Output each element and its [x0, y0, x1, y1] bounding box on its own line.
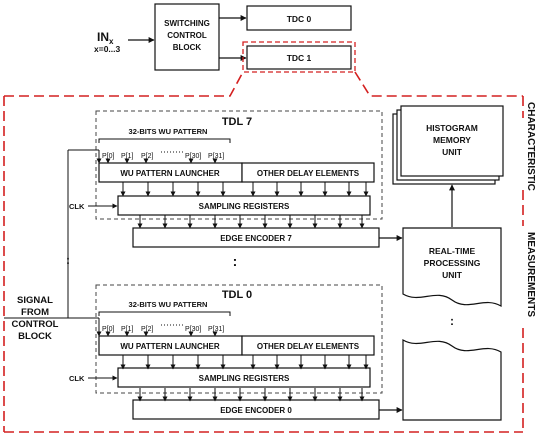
processing-label-3: UNIT — [442, 270, 463, 280]
histogram-memory-unit — [400, 105, 504, 177]
tdl7-bit-0: P[0] — [102, 153, 115, 160]
tdl0-bit-30: P[30] — [185, 326, 201, 333]
tdl7-other-delay-label: OTHER DELAY ELEMENTS — [257, 169, 360, 178]
tdl0-other-delay-label: OTHER DELAY ELEMENTS — [257, 342, 360, 351]
tdl0-bit-31: P[31] — [208, 326, 224, 333]
tdl0-sampling-registers — [117, 367, 371, 388]
tdl7-clk-label: CLK — [69, 202, 85, 211]
histogram-label-1: HISTOGRAM — [426, 123, 478, 133]
switching-label-1: SWITCHING — [164, 19, 210, 28]
tdl7-pattern-brace — [98, 138, 231, 143]
tdl7-bit-2: P[2] — [141, 153, 154, 160]
tdl7-title: TDL 7 — [222, 116, 252, 128]
realtime-processing-unit-lower — [402, 338, 502, 421]
tdl0-clk-label: CLK — [69, 374, 85, 383]
signal-label-4: BLOCK — [18, 331, 52, 342]
tdc0-label: TDC 0 — [287, 14, 312, 24]
tdl7-frame — [95, 110, 383, 220]
tdc1-label: TDC 1 — [287, 53, 312, 63]
tdl7-sampling-registers — [117, 195, 371, 216]
processing-label-2: PROCESSING — [424, 258, 481, 268]
switching-label-2: CONTROL — [167, 31, 207, 40]
tdl0-frame — [95, 284, 383, 394]
tdl7-pattern-label: 32-BITS WU PATTERN — [129, 127, 208, 136]
switching-control-block — [154, 3, 220, 71]
tdl7-other-delay — [241, 162, 375, 183]
tdl7-bit-30: P[30] — [185, 153, 201, 160]
tdc1-box — [246, 45, 352, 70]
tdc1-highlight — [242, 41, 356, 73]
tdl7-launcher-label: WU PATTERN LAUNCHER — [120, 169, 219, 178]
realtime-processing-unit — [402, 227, 502, 308]
tdl0-pattern-brace — [98, 311, 231, 316]
side-label-characteristic: CHARACTERISTIC — [525, 102, 536, 191]
processing-label-1: REAL-TIME — [429, 246, 476, 256]
tdl0-sampling-label: SAMPLING REGISTERS — [199, 374, 290, 383]
histogram-label-3: UNIT — [442, 147, 463, 157]
tdl0-title: TDL 0 — [222, 289, 252, 301]
tdl0-bit-0: P[0] — [102, 326, 115, 333]
tdl0-launcher-label: WU PATTERN LAUNCHER — [120, 342, 219, 351]
tdl0-bit-2: P[2] — [141, 326, 154, 333]
tdl0-other-delay — [241, 335, 375, 356]
input-range: x=0...3 — [94, 44, 121, 54]
tdl7-sampling-label: SAMPLING REGISTERS — [199, 202, 290, 211]
input-label: INx — [97, 30, 114, 46]
connection-wires — [4, 149, 369, 402]
signal-label-3: CONTROL — [12, 319, 59, 330]
signal-label-2: FROM — [21, 307, 49, 318]
tdl7-bit-1: P[1] — [121, 153, 134, 160]
zoom-frame-top — [4, 71, 244, 97]
processing-gap-dots: : — [450, 314, 454, 328]
side-label-measurements: MEASUREMENTS — [525, 232, 536, 317]
zoom-frame-top-right — [354, 71, 523, 97]
signal-label-1: SIGNAL — [17, 295, 53, 306]
tdl0-edge-encoder-label: EDGE ENCODER 0 — [220, 406, 292, 415]
tdc0-box — [246, 5, 352, 31]
tdl0-pattern-label: 32-BITS WU PATTERN — [129, 300, 208, 309]
switching-label-3: BLOCK — [173, 43, 202, 52]
histogram-label-2: MEMORY — [433, 135, 471, 145]
tdl7-bit-31: P[31] — [208, 153, 224, 160]
tdl0-bit-1: P[1] — [121, 326, 134, 333]
tdl7-edge-encoder-label: EDGE ENCODER 7 — [220, 234, 292, 243]
tdl-gap-dots: : — [233, 253, 238, 269]
